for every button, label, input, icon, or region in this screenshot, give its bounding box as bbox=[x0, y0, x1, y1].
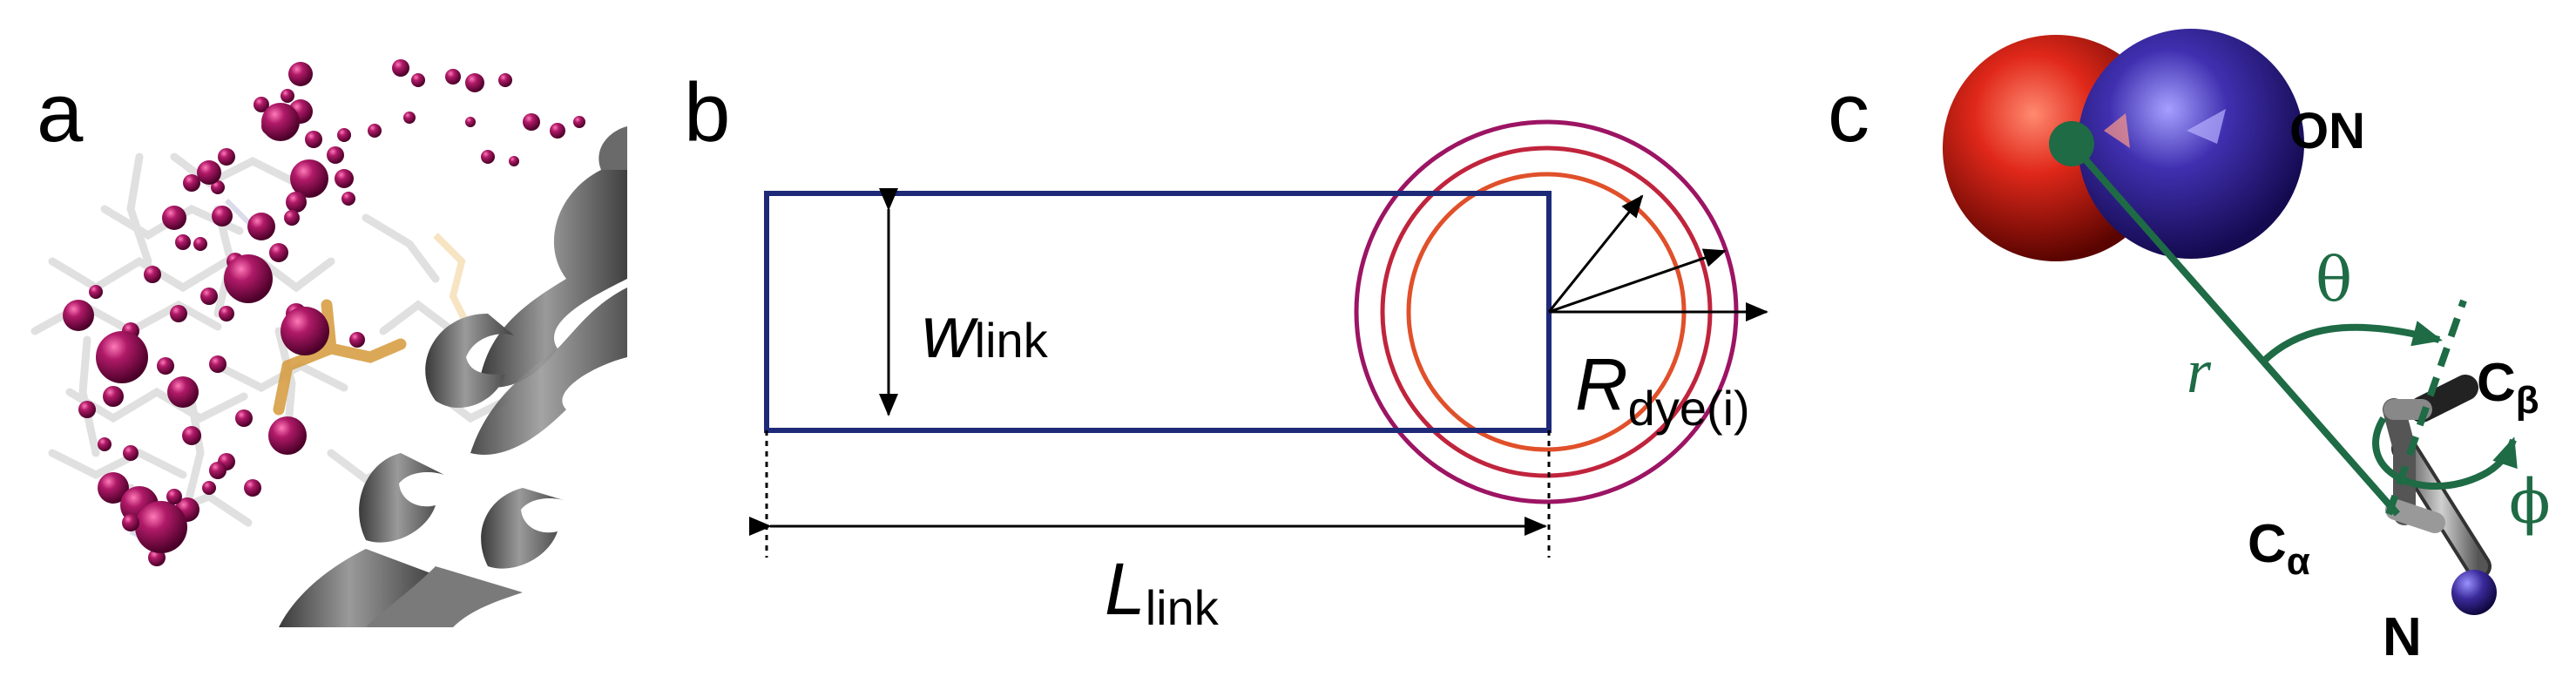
dye-position-sphere bbox=[122, 514, 139, 531]
radius-label: Rdye(i) bbox=[1575, 343, 1750, 436]
on-midpoint-dot bbox=[2049, 121, 2094, 166]
panel-c-letter: c bbox=[1828, 66, 1869, 159]
dye-position-sphere bbox=[193, 237, 207, 251]
panel-a-letter: a bbox=[37, 66, 84, 159]
dye-position-sphere bbox=[182, 426, 201, 445]
panel-a: a bbox=[30, 59, 627, 627]
dye-position-sphere bbox=[465, 73, 484, 92]
dye-position-sphere bbox=[170, 305, 187, 322]
dye-position-sphere bbox=[335, 169, 354, 188]
dye-position-sphere bbox=[411, 73, 425, 87]
dye-position-sphere bbox=[224, 254, 273, 303]
dye-position-sphere bbox=[573, 116, 585, 128]
panel-b-letter: b bbox=[684, 66, 730, 159]
dye-position-sphere bbox=[465, 117, 476, 127]
dye-position-sphere bbox=[175, 234, 191, 250]
r-vector bbox=[2068, 141, 2401, 517]
dye-position-sphere bbox=[212, 206, 233, 227]
dye-position-sphere bbox=[254, 97, 269, 112]
dye-position-sphere bbox=[509, 156, 519, 166]
dye-position-sphere bbox=[209, 355, 226, 373]
theta-arc bbox=[2261, 321, 2443, 364]
dye-position-sphere bbox=[135, 501, 187, 553]
panel-c: c ON r θ ϕ Cβ Cα N bbox=[1828, 29, 2551, 667]
on-label: ON bbox=[2289, 103, 2365, 159]
dye-position-sphere bbox=[123, 445, 139, 461]
dye-position-sphere bbox=[167, 376, 199, 408]
dye-position-sphere bbox=[247, 213, 275, 240]
dye-position-sphere bbox=[523, 113, 540, 131]
n-atom-sphere bbox=[2451, 570, 2497, 615]
dye-position-sphere bbox=[392, 59, 409, 77]
dye-position-sphere bbox=[403, 112, 416, 124]
dye-position-sphere bbox=[368, 124, 382, 138]
dye-position-sphere bbox=[209, 462, 226, 479]
dye-position-sphere bbox=[98, 472, 129, 504]
r-label: r bbox=[2187, 336, 2212, 406]
phi-label: ϕ bbox=[2509, 466, 2551, 538]
dye-position-sphere bbox=[261, 103, 300, 141]
protein-helices bbox=[279, 126, 627, 627]
dye-position-sphere bbox=[244, 479, 261, 497]
dye-position-sphere bbox=[327, 146, 344, 164]
dye-position-sphere bbox=[202, 481, 216, 495]
dye-position-sphere bbox=[235, 409, 253, 427]
dye-position-sphere bbox=[498, 73, 512, 87]
panel-b: b wlink Rdye(i) Llink bbox=[684, 66, 1768, 635]
dye-position-sphere bbox=[445, 69, 461, 85]
dye-position-sphere bbox=[200, 288, 218, 305]
dye-position-sphere bbox=[183, 174, 200, 192]
dye-position-sphere bbox=[157, 357, 174, 375]
phi-arc bbox=[2372, 416, 2518, 490]
dye-position-sphere bbox=[481, 150, 495, 164]
dye-position-sphere bbox=[284, 210, 300, 226]
dye-position-sphere bbox=[89, 285, 103, 299]
linker-rectangle bbox=[764, 191, 1552, 433]
nitrogen-oxide-sphere bbox=[2078, 29, 2304, 259]
dye-position-sphere bbox=[63, 300, 94, 331]
dye-position-sphere bbox=[341, 192, 355, 206]
dye-position-sphere bbox=[281, 89, 294, 103]
theta-label: θ bbox=[2316, 244, 2352, 315]
dye-position-sphere bbox=[211, 180, 225, 194]
radius-arrow-inner bbox=[1547, 194, 1644, 313]
radius-arrow-middle bbox=[1548, 248, 1727, 314]
dye-position-spheres bbox=[63, 59, 585, 566]
n-label: N bbox=[2383, 607, 2422, 667]
dye-position-sphere bbox=[288, 62, 313, 86]
dye-position-sphere bbox=[197, 160, 221, 185]
dye-position-sphere bbox=[286, 192, 307, 213]
dye-position-sphere bbox=[162, 206, 186, 230]
c-alpha-label: Cα bbox=[2248, 514, 2310, 583]
dye-position-sphere bbox=[78, 401, 96, 418]
dye-position-sphere bbox=[349, 332, 365, 348]
c-beta-label: Cβ bbox=[2477, 353, 2539, 422]
spin-label-sticks bbox=[2383, 375, 2491, 579]
dye-position-sphere bbox=[281, 307, 329, 355]
dye-position-sphere bbox=[219, 306, 234, 321]
dye-position-sphere bbox=[290, 159, 328, 198]
dye-position-sphere bbox=[98, 437, 112, 451]
dye-position-sphere bbox=[144, 266, 161, 283]
dye-position-sphere bbox=[550, 123, 565, 139]
dye-position-sphere bbox=[218, 148, 235, 166]
dye-position-sphere bbox=[96, 331, 148, 383]
width-label: wlink bbox=[922, 291, 1049, 373]
length-label: Llink bbox=[1105, 548, 1220, 635]
dye-position-sphere bbox=[268, 416, 307, 455]
dye-position-sphere bbox=[269, 243, 288, 262]
dye-position-sphere bbox=[103, 386, 124, 407]
dye-position-sphere bbox=[337, 128, 351, 142]
dye-position-sphere bbox=[305, 131, 322, 148]
dye-position-sphere bbox=[166, 489, 182, 504]
